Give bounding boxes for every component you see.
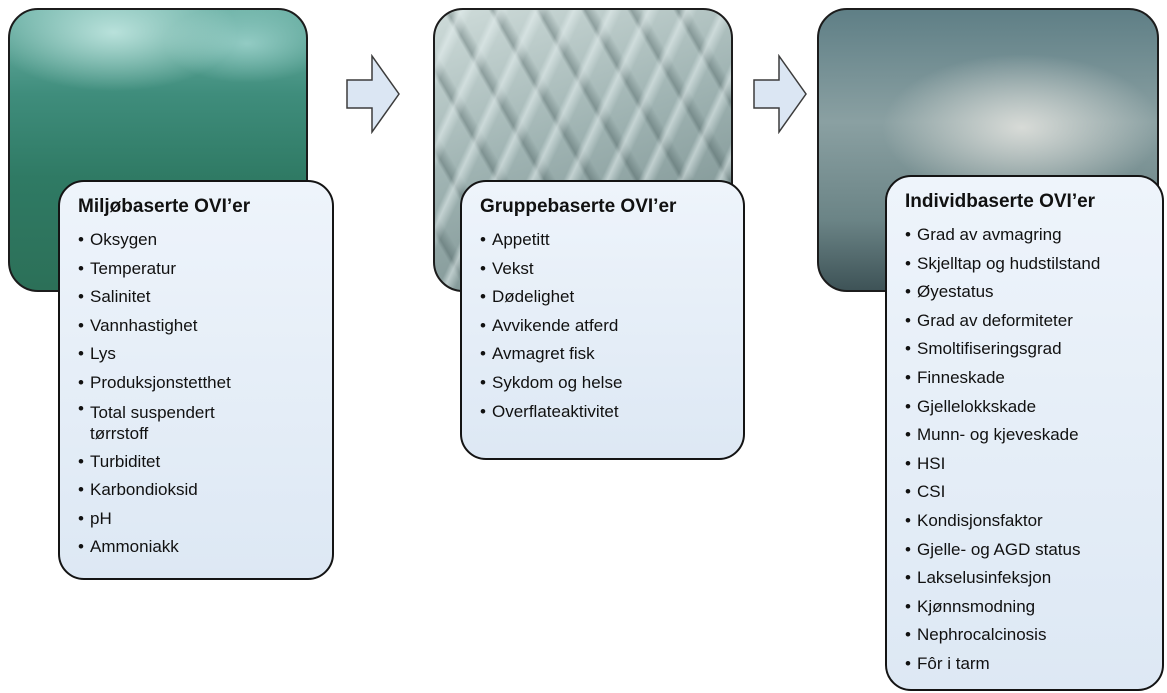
list-item: Grad av avmagring bbox=[905, 221, 1148, 250]
right-arrow-icon bbox=[753, 54, 807, 134]
card-title: Individbaserte OVI’er bbox=[905, 191, 1096, 212]
list-item: Munn- og kjeveskade bbox=[905, 421, 1148, 450]
list-item: Dødelighet bbox=[480, 283, 729, 312]
indicator-list: Grad av avmagring Skjelltap og hudstilst… bbox=[905, 221, 1148, 679]
list-item: pH bbox=[78, 505, 318, 534]
list-item: Kjønnsmodning bbox=[905, 593, 1148, 622]
list-item: Fôr i tarm bbox=[905, 650, 1148, 679]
list-item: Appetitt bbox=[480, 226, 729, 255]
right-arrow-icon bbox=[346, 54, 400, 134]
individual-ovi-card: Individbaserte OVI’er Grad av avmagring … bbox=[885, 175, 1164, 691]
list-item: Sykdom og helse bbox=[480, 369, 729, 398]
list-item: Nephrocalcinosis bbox=[905, 621, 1148, 650]
list-item: Gjellelokkskade bbox=[905, 393, 1148, 422]
list-item: Ammoniakk bbox=[78, 533, 318, 562]
list-item: Skjelltap og hudstilstand bbox=[905, 250, 1148, 279]
list-item: Finneskade bbox=[905, 364, 1148, 393]
list-item: Vekst bbox=[480, 255, 729, 284]
indicator-list: Appetitt Vekst Dødelighet Avvikende atfe… bbox=[480, 226, 729, 426]
list-item: Lys bbox=[78, 340, 318, 369]
list-item: Øyestatus bbox=[905, 278, 1148, 307]
list-item: Temperatur bbox=[78, 255, 318, 284]
list-item: Overflateaktivitet bbox=[480, 398, 729, 427]
environment-ovi-card: Miljøbaserte OVI’er Oksygen Temperatur S… bbox=[58, 180, 334, 580]
list-item: Avmagret fisk bbox=[480, 340, 729, 369]
list-item: Kondisjonsfaktor bbox=[905, 507, 1148, 536]
list-item: Karbondioksid bbox=[78, 476, 318, 505]
list-item: HSI bbox=[905, 450, 1148, 479]
list-item: Total suspendert tørrstoff bbox=[78, 398, 260, 448]
card-title: Miljøbaserte OVI’er bbox=[78, 196, 251, 217]
indicator-list: Oksygen Temperatur Salinitet Vannhastigh… bbox=[78, 226, 318, 562]
list-item: Turbiditet bbox=[78, 448, 318, 477]
list-item: Gjelle- og AGD status bbox=[905, 536, 1148, 565]
list-item: Salinitet bbox=[78, 283, 318, 312]
list-item: CSI bbox=[905, 478, 1148, 507]
list-item: Lakselusinfeksjon bbox=[905, 564, 1148, 593]
group-ovi-card: Gruppebaserte OVI’er Appetitt Vekst Døde… bbox=[460, 180, 745, 460]
list-item: Produksjonstetthet bbox=[78, 369, 318, 398]
list-item: Oksygen bbox=[78, 226, 318, 255]
list-item: Smoltifiseringsgrad bbox=[905, 335, 1148, 364]
card-title: Gruppebaserte OVI’er bbox=[480, 196, 677, 217]
list-item: Avvikende atferd bbox=[480, 312, 729, 341]
list-item: Grad av deformiteter bbox=[905, 307, 1148, 336]
list-item: Vannhastighet bbox=[78, 312, 318, 341]
